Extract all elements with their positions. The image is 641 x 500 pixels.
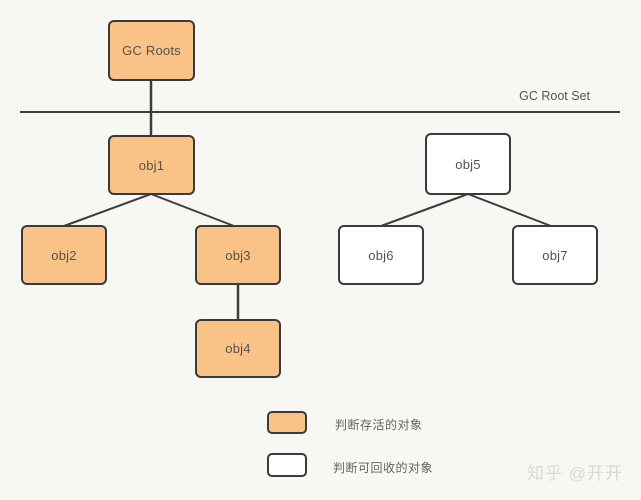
edge-obj5-obj7 (467, 193, 552, 227)
watermark: 知乎 @开开 (527, 464, 623, 483)
node-obj3: obj3 (195, 225, 281, 285)
node-obj2: obj2 (21, 225, 107, 285)
legend-swatch-recyclable (267, 453, 307, 477)
edge-obj5-obj6 (380, 193, 469, 227)
gc-root-set-label: GC Root Set (519, 89, 590, 103)
edge-obj1-obj2 (63, 193, 152, 227)
node-obj1: obj1 (108, 135, 195, 195)
node-obj7: obj7 (512, 225, 598, 285)
node-gc-roots: GC Roots (108, 20, 195, 81)
legend-label-recyclable: 判断可回收的对象 (333, 461, 434, 475)
node-obj4: obj4 (195, 319, 281, 378)
edge-obj1-obj3 (150, 193, 235, 227)
node-obj6: obj6 (338, 225, 424, 285)
legend-label-alive: 判断存活的对象 (335, 418, 423, 432)
legend-swatch-alive (267, 411, 307, 434)
node-obj5: obj5 (425, 133, 511, 195)
